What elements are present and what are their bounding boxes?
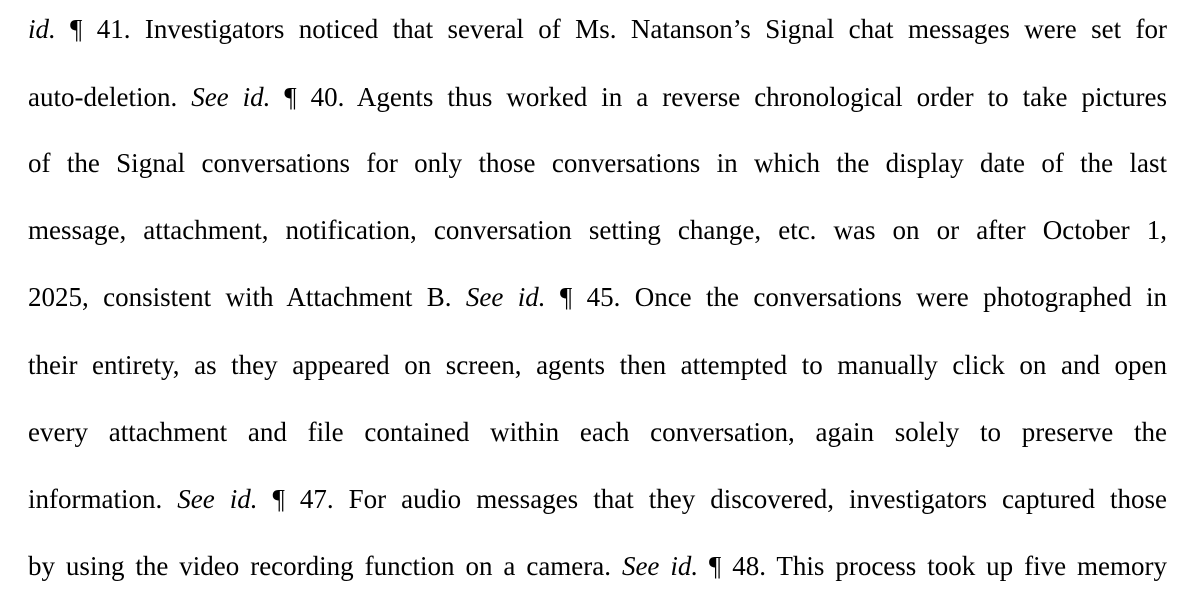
body-text: ¶ 40. Agents thus worked in a reverse ch… xyxy=(270,82,1167,112)
text-line-7: every attachment and file contained with… xyxy=(28,415,1167,449)
text-line-8: information. See id. ¶ 47. For audio mes… xyxy=(28,482,1167,516)
citation-italic: See id. xyxy=(465,282,546,312)
citation-italic: id. xyxy=(28,14,56,44)
body-text: of the Signal conversations for only tho… xyxy=(28,148,1167,178)
body-text: ¶ 48. This process took up five memory xyxy=(698,551,1167,581)
text-line-6: their entirety, as they appeared on scre… xyxy=(28,348,1167,382)
body-text: information. xyxy=(28,484,178,514)
body-text: ¶ 47. For audio messages that they disco… xyxy=(257,484,1167,514)
text-line-9: by using the video recording function on… xyxy=(28,549,1167,583)
body-text: by using the video recording function on… xyxy=(28,551,622,581)
citation-italic: See id. xyxy=(621,551,699,581)
body-text: auto-deletion. xyxy=(28,82,192,112)
citation-italic: See id. xyxy=(177,484,258,514)
text-line-5: 2025, consistent with Attachment B. See … xyxy=(28,280,1167,314)
body-text: message, attachment, notification, conve… xyxy=(28,215,1167,245)
text-line-1: id. ¶ 41. Investigators noticed that sev… xyxy=(28,12,1167,46)
body-text: every attachment and file contained with… xyxy=(28,417,1167,447)
citation-italic: See id. xyxy=(191,82,271,112)
body-text: 2025, consistent with Attachment B. xyxy=(28,282,466,312)
text-line-3: of the Signal conversations for only tho… xyxy=(28,146,1167,180)
text-line-2: auto-deletion. See id. ¶ 40. Agents thus… xyxy=(28,80,1167,114)
body-text: ¶ 41. Investigators noticed that several… xyxy=(55,14,1167,44)
body-text: ¶ 45. Once the conversations were photog… xyxy=(545,282,1167,312)
body-text: their entirety, as they appeared on scre… xyxy=(28,350,1167,380)
text-line-4: message, attachment, notification, conve… xyxy=(28,213,1167,247)
